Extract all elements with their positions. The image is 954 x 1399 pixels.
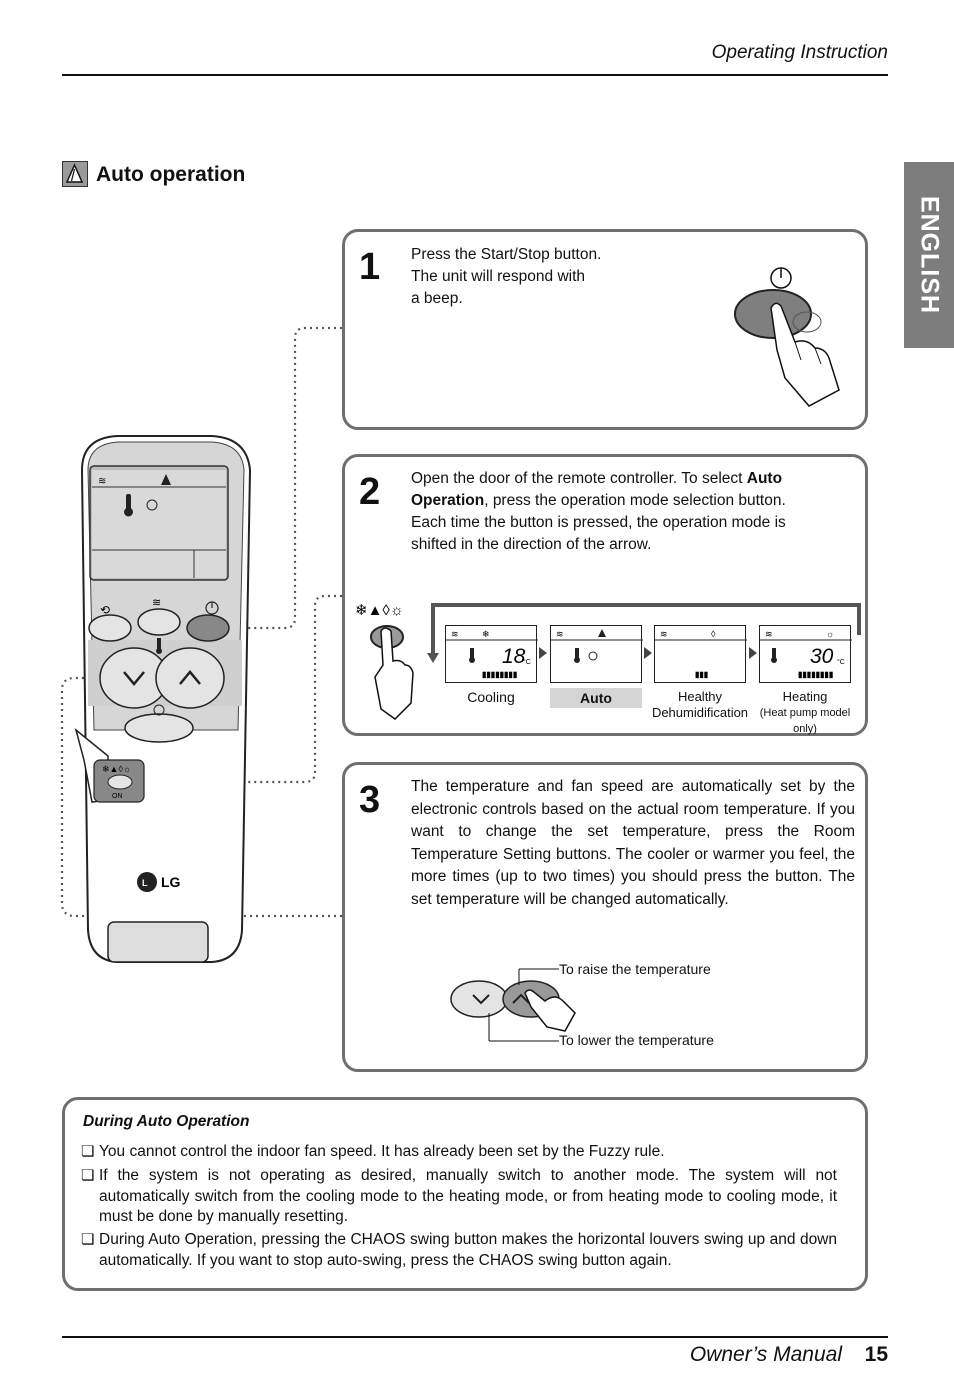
note-item: ❏During Auto Operation, pressing the CHA… bbox=[81, 1231, 837, 1269]
note-title: During Auto Operation bbox=[83, 1113, 250, 1130]
svg-text:30: 30 bbox=[810, 645, 834, 668]
page-number: 15 bbox=[864, 1343, 888, 1366]
svg-text:❄: ❄ bbox=[482, 629, 490, 639]
svg-text:❄▲◊☼: ❄▲◊☼ bbox=[355, 602, 404, 619]
svg-text:≋: ≋ bbox=[451, 629, 459, 639]
mode-panel-cooling: ≋ ❄ 18°C ▮▮▮▮▮▮▮▮ bbox=[445, 625, 538, 683]
step-3-number: 3 bbox=[359, 779, 381, 821]
step-2-number: 2 bbox=[359, 471, 381, 513]
svg-text:▮▮▮▮▮▮▮▮: ▮▮▮▮▮▮▮▮ bbox=[482, 670, 517, 679]
svg-text:≋: ≋ bbox=[556, 629, 564, 639]
note-item: ❏If the system is not operating as desir… bbox=[81, 1167, 837, 1225]
svg-text:≋: ≋ bbox=[152, 597, 161, 609]
mode-arrows bbox=[539, 647, 757, 659]
step-2-text: Open the door of the remote controller. … bbox=[411, 468, 811, 556]
mode-panel-auto: ≋ bbox=[550, 625, 643, 683]
step-1-text: Press the Start/Stop button. The unit wi… bbox=[411, 244, 671, 310]
mode-panel-dehumidification: ≋ ◊ ▮▮▮ bbox=[654, 625, 747, 683]
temperature-buttons-illustration bbox=[450, 969, 576, 1041]
note-item: ❏You cannot control the indoor fan speed… bbox=[81, 1143, 665, 1160]
header-title: Operating Instruction bbox=[711, 42, 888, 63]
svg-text:°C: °C bbox=[837, 658, 845, 666]
raise-temperature-label: To raise the temperature bbox=[559, 961, 711, 977]
step-2-text-pre: Open the door of the remote controller. … bbox=[411, 470, 747, 487]
svg-text:LG: LG bbox=[161, 874, 181, 890]
svg-text:18: 18 bbox=[502, 645, 526, 668]
svg-text:▮▮▮: ▮▮▮ bbox=[695, 670, 708, 679]
mode-selection-button-illustration: ❄▲◊☼ bbox=[355, 602, 414, 720]
svg-text:≋: ≋ bbox=[660, 629, 668, 639]
svg-text:≋: ≋ bbox=[765, 629, 773, 639]
svg-text:▮▮▮▮▮▮▮▮: ▮▮▮▮▮▮▮▮ bbox=[798, 670, 833, 679]
step-2-text-bold: Auto bbox=[746, 470, 783, 487]
note-box: During Auto Operation ❏You cannot contro… bbox=[62, 1097, 868, 1291]
footer-rule bbox=[62, 1336, 888, 1338]
leader-lines bbox=[489, 968, 559, 1042]
start-stop-button-illustration bbox=[734, 267, 840, 407]
lower-temperature-label: To lower the temperature bbox=[559, 1032, 714, 1048]
step-2-text-bold: Operation bbox=[411, 492, 485, 509]
language-tab: ENGLISH bbox=[904, 162, 954, 348]
step-1-line: Press the Start/Stop button. bbox=[411, 246, 602, 263]
svg-text:°C: °C bbox=[523, 658, 531, 666]
step-2-text-post: , press the operation mode selection but… bbox=[411, 492, 786, 553]
svg-text:ON: ON bbox=[112, 793, 123, 800]
step-3-text: The temperature and fan speed are automa… bbox=[411, 778, 855, 908]
step-2-box: 2 Open the door of the remote controller… bbox=[342, 454, 868, 736]
footer-label: Owner’s Manual bbox=[689, 1343, 842, 1366]
remote-controller: ≋ ⟲ ≋ ❄▲◊☼ ON L LG bbox=[74, 435, 252, 963]
svg-text:⟲: ⟲ bbox=[100, 603, 110, 617]
step-1-box: 1 Press the Start/Stop button. The unit … bbox=[342, 229, 868, 430]
step-3-box: 3 The temperature and fan speed are auto… bbox=[342, 762, 868, 1072]
step-1-line: The unit will respond with bbox=[411, 268, 586, 285]
mode-label-auto: Auto bbox=[550, 688, 642, 708]
svg-text:☼: ☼ bbox=[826, 629, 834, 639]
svg-text:◊: ◊ bbox=[711, 629, 716, 639]
section-title: Auto operation bbox=[96, 163, 246, 186]
svg-text:❄▲◊☼: ❄▲◊☼ bbox=[102, 764, 131, 774]
mode-label-heating: Heating(Heat pump model only) bbox=[759, 689, 851, 735]
header-rule bbox=[62, 74, 888, 76]
mode-label-cooling: Cooling bbox=[467, 689, 515, 705]
mode-cycle-arrow bbox=[427, 603, 861, 663]
auto-mode-icon bbox=[62, 161, 88, 187]
step-1-number: 1 bbox=[359, 246, 381, 288]
mode-panel-heating: ≋ ☼ 30°C ▮▮▮▮▮▮▮▮ bbox=[759, 625, 852, 683]
svg-text:L: L bbox=[142, 878, 148, 888]
svg-text:≋: ≋ bbox=[98, 476, 106, 487]
step-1-line: a beep. bbox=[411, 290, 463, 307]
